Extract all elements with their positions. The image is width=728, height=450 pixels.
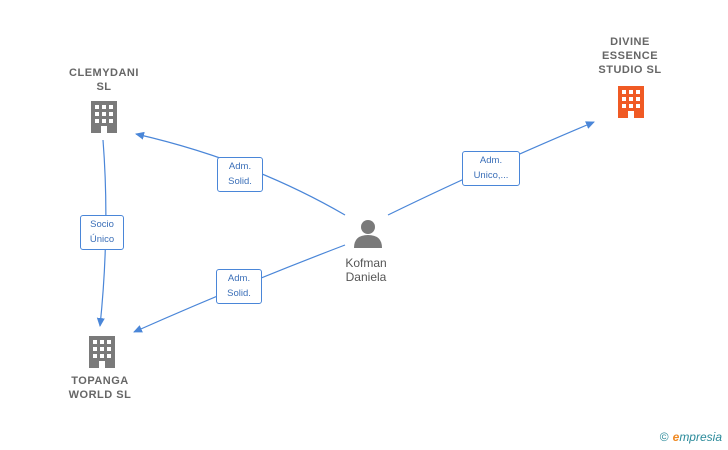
edge-label-kofman-divine: Adm. Unico,... bbox=[462, 151, 520, 186]
company-label-topanga[interactable]: TOPANGA WORLD SL bbox=[68, 375, 132, 401]
edge-label-kofman-clemydani: Adm. Solid. bbox=[217, 157, 263, 192]
person-label-kofman[interactable]: Kofman Daniela bbox=[345, 256, 387, 284]
company-label-divine-essence[interactable]: DIVINE ESSENCE STUDIO SL bbox=[598, 36, 662, 76]
company-label-clemydani[interactable]: CLEMYDANI SL bbox=[69, 67, 139, 93]
copyright-icon: © bbox=[659, 430, 669, 444]
edge-label-clemydani-topanga: Socio Único bbox=[80, 215, 124, 250]
edge-label-kofman-topanga: Adm. Solid. bbox=[216, 269, 262, 304]
building-icon-highlighted[interactable] bbox=[618, 86, 644, 118]
building-icon[interactable] bbox=[89, 336, 115, 368]
building-icon[interactable] bbox=[91, 101, 117, 133]
empresia-watermark: ©empresia bbox=[660, 430, 722, 444]
brand-initial: e bbox=[672, 430, 680, 444]
person-icon[interactable] bbox=[354, 220, 382, 248]
brand-name: mpresia bbox=[679, 430, 722, 444]
